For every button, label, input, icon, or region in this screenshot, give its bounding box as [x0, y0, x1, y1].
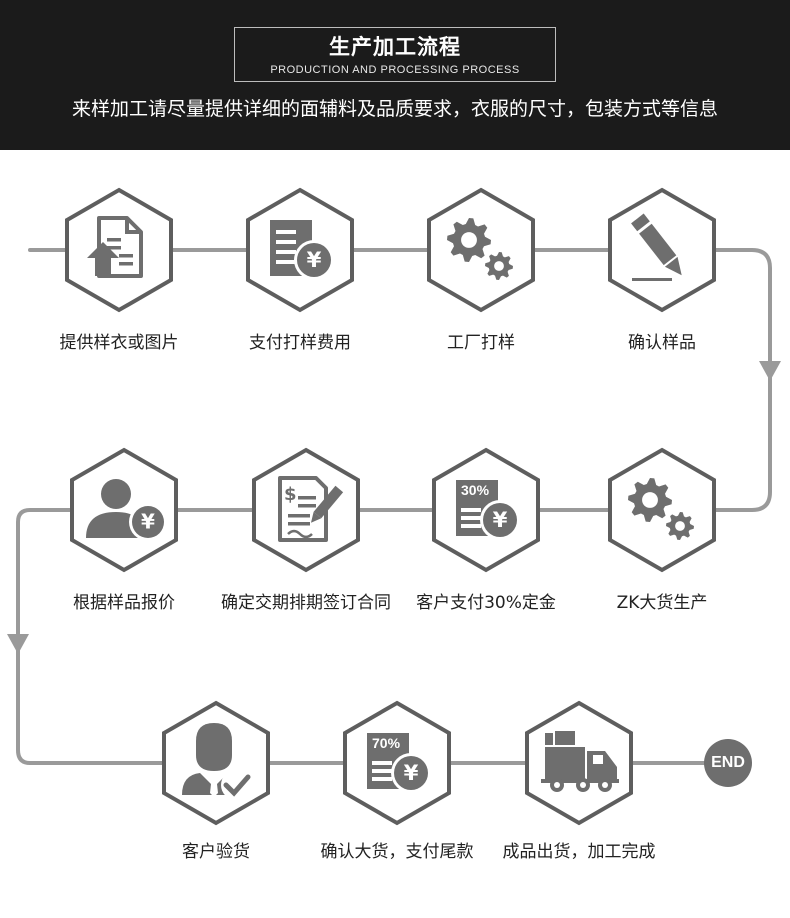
title-box: 生产加工流程 PRODUCTION AND PROCESSING PROCESS [234, 27, 556, 82]
step-label: 确认大货，支付尾款 [320, 842, 474, 862]
step-4 [608, 187, 716, 313]
step-10: 70%¥ [343, 700, 451, 826]
svg-text:$: $ [284, 484, 297, 505]
step-label: 支付打样费用 [249, 333, 351, 353]
bill-yuan-icon: ¥ [270, 220, 334, 280]
step-hexagon [252, 447, 360, 573]
step-6: 30%¥ [432, 447, 540, 573]
svg-text:¥: ¥ [307, 248, 322, 273]
step-9 [162, 700, 270, 826]
connector-path [16, 248, 772, 765]
step-label: ZK大货生产 [616, 593, 708, 613]
step-label: 提供样衣或图片 [59, 333, 179, 353]
page-title: 生产加工流程 [329, 35, 461, 59]
step-8: ¥ [70, 447, 178, 573]
svg-text:¥: ¥ [404, 761, 419, 786]
svg-text:¥: ¥ [493, 508, 508, 533]
step-1 [65, 187, 173, 313]
end-marker [704, 739, 752, 787]
page-title-english: PRODUCTION AND PROCESSING PROCESS [270, 64, 520, 76]
truck-icon [541, 731, 619, 792]
arrow-down-left [7, 634, 29, 654]
pencil-icon [631, 213, 682, 281]
end-label: END [711, 754, 745, 771]
page-subtitle: 来样加工请尽量提供详细的面辅料及品质要求，衣服的尺寸，包装方式等信息 [71, 98, 718, 120]
arrow-down-right [759, 361, 781, 381]
contract-sign-icon: $ [278, 476, 344, 542]
step-2: ¥ [246, 187, 354, 313]
flow-steps: ¥30%¥$¥70%¥ [65, 187, 716, 826]
document-upload-icon [87, 216, 143, 278]
step-label: 确定交期排期签订合同 [221, 593, 391, 613]
gears-icon [447, 218, 513, 280]
step-label: 根据样品报价 [73, 593, 175, 613]
step-3 [427, 187, 535, 313]
step-label: 成品出货，加工完成 [502, 842, 656, 862]
step-11 [525, 700, 633, 826]
inspector-check-icon [182, 723, 251, 800]
percent-badge: 70% [372, 735, 401, 751]
header-banner: 生产加工流程 PRODUCTION AND PROCESSING PROCESS… [0, 0, 790, 150]
step-hexagon [65, 187, 173, 313]
step-7: $ [252, 447, 360, 573]
gears-icon [628, 478, 694, 540]
step-label: 工厂打样 [447, 333, 515, 353]
person-yuan-icon: ¥ [86, 479, 167, 541]
bill-yuan-icon: 70%¥ [367, 733, 431, 793]
step-label: 客户支付30%定金 [416, 593, 556, 613]
step-label: 确认样品 [628, 333, 696, 353]
bill-yuan-icon: 30%¥ [456, 480, 520, 540]
percent-badge: 30% [461, 482, 490, 498]
step-5 [608, 447, 716, 573]
svg-text:¥: ¥ [141, 510, 155, 534]
step-label: 客户验货 [182, 842, 250, 862]
